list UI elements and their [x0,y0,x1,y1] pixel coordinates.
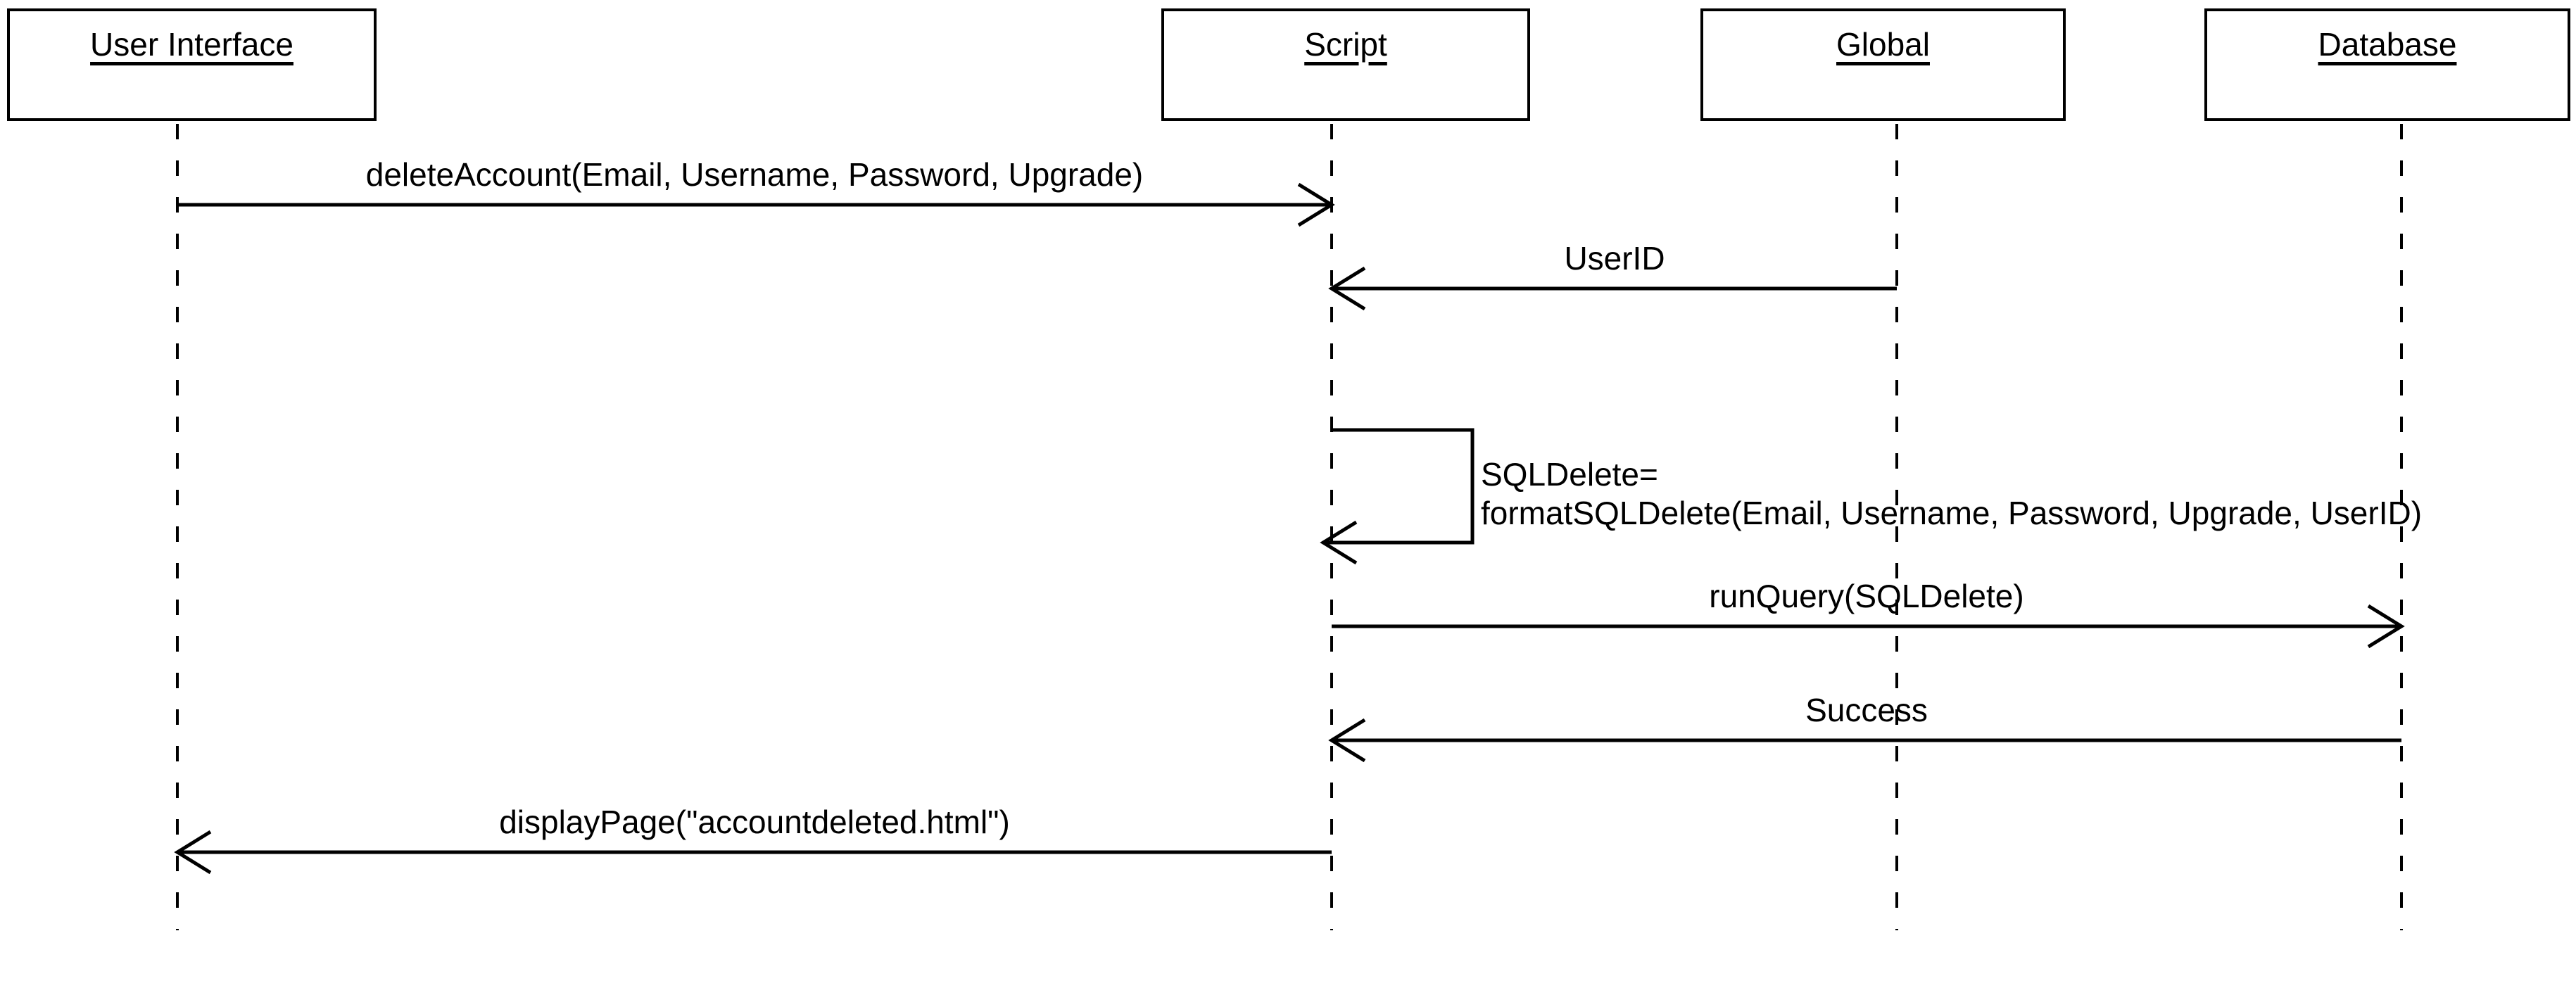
actor-title-script: Script [1304,26,1387,63]
actor-title-global: Global [1836,26,1930,63]
message-label-sqldelete: SQLDelete= formatSQLDelete(Email, Userna… [1481,455,2422,533]
actor-box-global: Global [1700,8,2066,121]
message-label-success: Success [1805,692,1928,728]
arrowhead-left-icon [1328,266,1366,311]
actor-title-user-interface: User Interface [90,26,293,63]
actor-title-database: Database [2318,26,2457,63]
message-label-runquery: runQuery(SQLDelete) [1709,578,2024,614]
message-label-sqldelete-line2: formatSQLDelete(Email, Username, Passwor… [1481,495,2423,531]
message-label-sqldelete-line1: SQLDelete= [1481,456,1658,493]
message-label-userid: UserID [1564,240,1665,277]
actor-box-script: Script [1161,8,1530,121]
self-message-loop [1323,428,1475,545]
arrowhead-left-icon [1328,718,1366,763]
actor-box-database: Database [2204,8,2570,121]
arrowhead-right-icon [1297,182,1335,227]
message-label-deleteaccount: deleteAccount(Email, Username, Password,… [365,156,1144,193]
arrowhead-left-icon [1320,520,1358,565]
message-label-displaypage: displayPage("accountdeleted.html") [499,804,1010,840]
arrowhead-right-icon [2367,604,2405,649]
actor-box-user-interface: User Interface [7,8,377,121]
arrowhead-left-icon [174,830,212,875]
